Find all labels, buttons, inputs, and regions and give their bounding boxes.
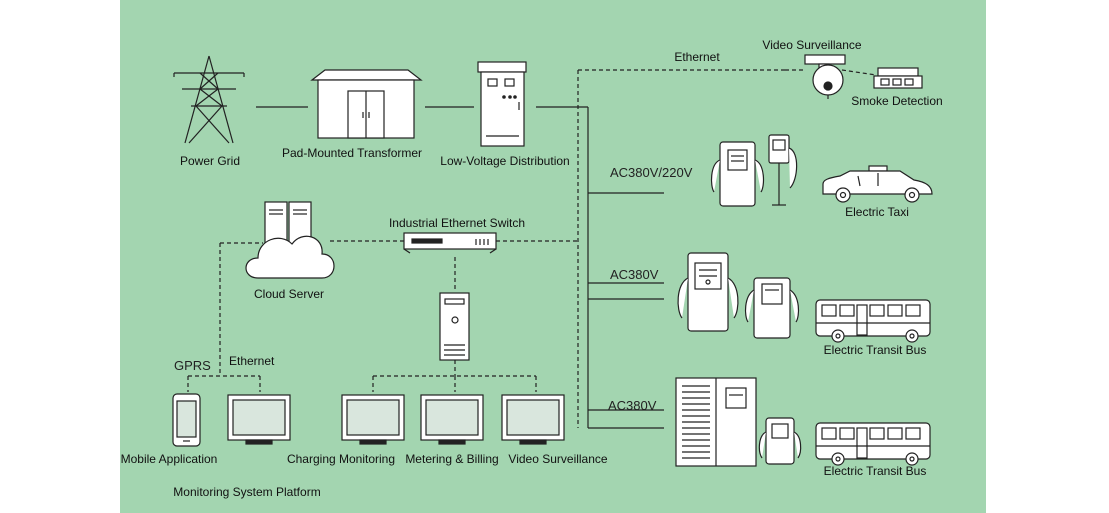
transit-bus-icon (815, 422, 931, 466)
cloud-server-icon (245, 201, 335, 279)
electric-taxi-label: Electric Taxi (845, 205, 909, 219)
dc-charger-icon (677, 252, 800, 339)
gprs-link-label: GPRS (174, 358, 211, 373)
ac-bus1-link-label: AC380V (610, 267, 659, 282)
ethernet-switch-icon (403, 232, 497, 254)
video-surveillance-camera-label: Video Surveillance (762, 38, 862, 52)
transit-bus-icon (815, 299, 931, 343)
distribution-cabinet-icon (477, 61, 527, 147)
mobile-phone-icon (172, 393, 201, 447)
power-lines (256, 106, 664, 429)
ac-taxi-link-label: AC380V/220V (610, 165, 693, 180)
ethernet-link-label: Ethernet (674, 50, 720, 64)
host-server-icon (439, 292, 470, 361)
platform-label: Monitoring System Platform (173, 485, 321, 499)
surveillance-camera-icon (804, 54, 846, 99)
smoke-detector-icon (873, 67, 923, 89)
monitor-icon (420, 394, 484, 445)
transformer-label: Pad-Mounted Transformer (281, 146, 423, 160)
ethernet-bottom-link-label: Ethernet (229, 354, 275, 368)
ac-charger-icon (710, 134, 798, 207)
ac-bus2-link-label: AC380V (608, 398, 657, 413)
mobile-application-label: Mobile Application (120, 452, 218, 466)
ethernet-switch-label: Industrial Ethernet Switch (388, 216, 526, 230)
charging-monitoring-label: Charging Monitoring (286, 452, 396, 466)
power-grid-icon (173, 55, 245, 144)
transit-bus-label: Electric Transit Bus (823, 464, 927, 478)
power-grid-label: Power Grid (179, 154, 241, 168)
monitor-icon (501, 394, 565, 445)
charging-cabinet-icon (675, 377, 802, 467)
electric-taxi-icon (822, 165, 933, 203)
video-surveillance-screen-label: Video Surveillance (508, 452, 608, 466)
distribution-label: Low-Voltage Distribution (440, 154, 570, 168)
metering-billing-label: Metering & Billing (405, 452, 499, 466)
cloud-server-label: Cloud Server (253, 287, 325, 301)
smoke-detection-label: Smoke Detection (851, 94, 943, 108)
transformer-icon (310, 69, 423, 139)
data-lines (187, 69, 877, 428)
monitor-icon (341, 394, 405, 445)
monitor-icon (227, 394, 291, 445)
transit-bus-label: Electric Transit Bus (823, 343, 927, 357)
